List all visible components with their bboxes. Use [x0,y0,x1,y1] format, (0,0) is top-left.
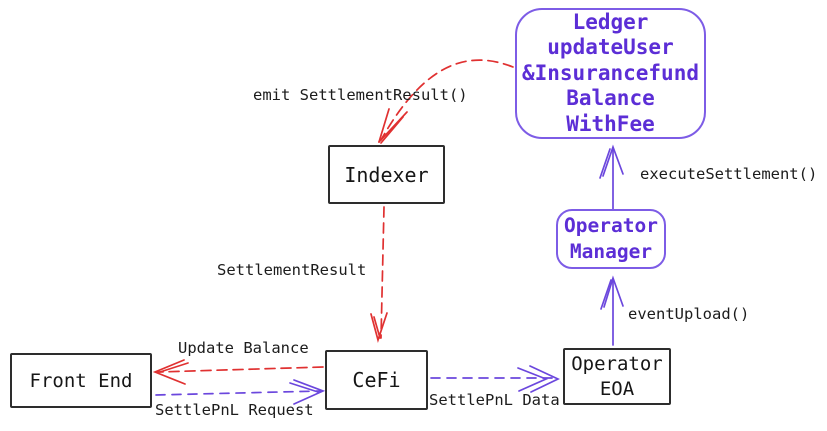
edge-label-settlement-result: SettlementResult [217,261,367,279]
node-ledger-line: &Insurancefund [521,60,699,85]
edge-update-balance-arrow [152,359,324,385]
edge-execute-settlement-arrow [599,144,624,213]
node-operator-manager-line: Manager [569,240,653,263]
node-cefi-label: CeFi [352,368,401,392]
edge-label-settle-pnl-request: SettlePnL Request [155,401,314,419]
edge-label-execute-settlement: executeSettlement() [640,165,818,183]
node-ledger-line: Ledger [572,9,649,34]
edge-settlement-result-arrow [370,206,388,343]
edge-label-settle-pnl-data: SettlePnL Data [429,391,560,409]
node-operator-eoa: Operator EOA [563,348,671,405]
edge-settle-pnl-request-arrow [155,379,326,405]
node-ledger: Ledger updateUser &Insurancefund Balance… [515,8,706,139]
node-cefi: CeFi [325,350,428,410]
edge-emit-settlement-result-arrow [378,59,514,144]
edge-settle-pnl-data-arrow [430,365,560,393]
node-front-end: Front End [10,353,152,408]
node-ledger-line: WithFee [566,111,655,136]
edge-label-emit-settlement-result: emit SettlementResult() [253,86,468,104]
node-indexer: Indexer [328,145,445,204]
node-operator-eoa-line: Operator [571,352,663,375]
edge-label-update-balance: Update Balance [178,339,309,357]
node-ledger-line: updateUser [547,35,674,60]
edge-label-event-upload: eventUpload() [628,305,750,323]
node-operator-manager: Operator Manager [556,209,666,269]
node-operator-eoa-line: EOA [599,377,635,400]
edge-event-upload-arrow [600,275,624,346]
node-indexer-label: Indexer [344,162,429,187]
node-ledger-line: Balance [566,86,655,111]
node-front-end-label: Front End [29,369,133,392]
node-operator-manager-line: Operator [564,214,658,237]
